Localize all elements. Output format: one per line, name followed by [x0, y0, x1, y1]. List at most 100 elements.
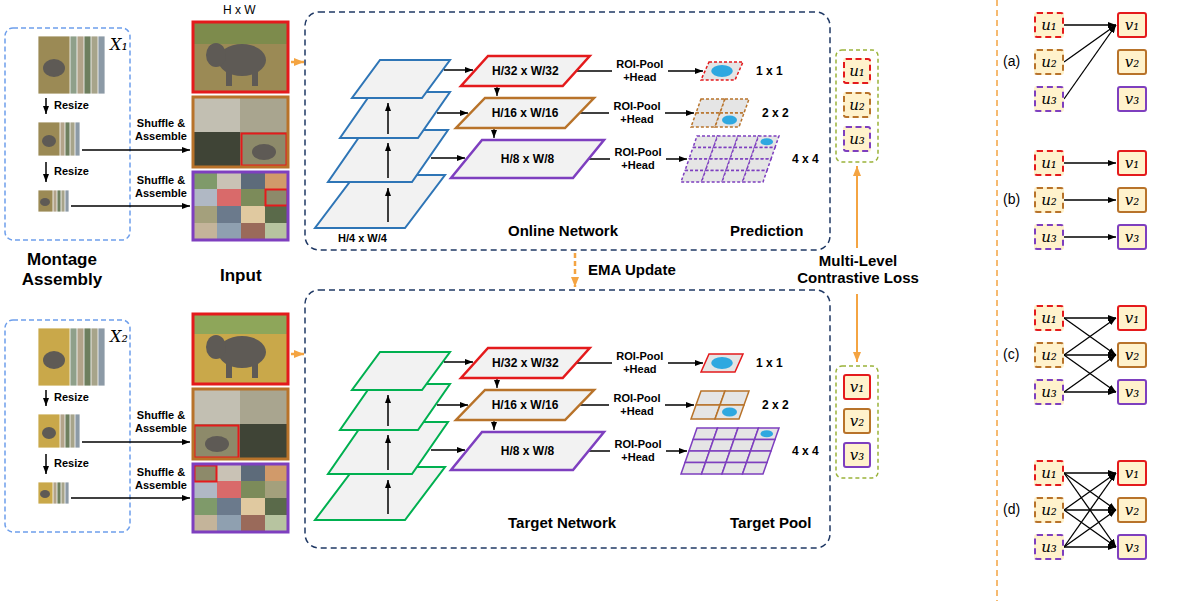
- object-icon: [711, 65, 733, 77]
- map-size-label: H/16 x W/16: [492, 106, 559, 120]
- embedding-box: u₁: [1034, 12, 1064, 38]
- layer-arrow: [431, 157, 465, 159]
- embedding-box: v₂: [843, 408, 871, 434]
- embedding-box: u₁: [1034, 305, 1064, 331]
- embedding-label: u₁: [1041, 16, 1057, 34]
- connector-arrow: [1064, 354, 1116, 355]
- roi-grid: 4 x 4: [680, 427, 819, 475]
- input-image: [193, 389, 240, 424]
- embedding-label: u₂: [1041, 53, 1057, 71]
- object-icon: [722, 408, 737, 417]
- embedding-box: u₂: [1034, 497, 1064, 523]
- grid-cell: [693, 136, 718, 148]
- connector-arrow: [1064, 355, 1116, 392]
- size-label: H/4 x W/4: [338, 232, 387, 245]
- connector-arrow: [1064, 236, 1116, 237]
- embedding-box: v₃: [1117, 379, 1147, 405]
- process-arrow: [45, 454, 47, 474]
- connector-arrow: [1064, 472, 1116, 473]
- montage-panel: [5, 28, 130, 532]
- input-image: [265, 223, 288, 240]
- network-panel: [305, 12, 830, 250]
- embedding-label: v₃: [1125, 90, 1140, 108]
- image-stack: [38, 414, 60, 448]
- input-image: [193, 22, 288, 92]
- embedding-box: v₃: [1117, 224, 1147, 250]
- input-image: [217, 464, 241, 481]
- input-image: [217, 206, 241, 223]
- edge-label: ROI-Pool +Head: [610, 145, 666, 172]
- embedding-label: v₁: [850, 378, 865, 396]
- backbone-layer: [315, 352, 450, 520]
- process-arrow: [45, 98, 47, 114]
- embedding-label: u₁: [1041, 309, 1057, 327]
- layer-arrow: [387, 143, 389, 178]
- embedding-box: u₃: [1034, 224, 1064, 250]
- connector-arrow: [1064, 162, 1116, 163]
- embedding-label: u₂: [849, 96, 865, 114]
- feature-map: H/32 x W/32: [460, 55, 591, 87]
- grid-cell: [755, 136, 780, 148]
- embedding-box: v₃: [1117, 534, 1147, 560]
- input-image: [193, 223, 217, 240]
- connector-arrow: [1064, 24, 1116, 25]
- embedding-label: v₃: [850, 446, 865, 464]
- input-image: [193, 314, 288, 384]
- embedding-label: v₃: [1125, 538, 1140, 556]
- map-size-label: H/16 x W/16: [492, 398, 559, 412]
- panel-label: (d): [1003, 501, 1020, 517]
- input-image: [206, 335, 226, 359]
- grid-cell: [681, 171, 706, 183]
- embedding-box: v₁: [1117, 150, 1147, 176]
- connector-arrow: [1064, 25, 1116, 62]
- embedding-box: v₃: [843, 442, 871, 468]
- backbone-layer: [352, 60, 450, 98]
- layer-arrow: [387, 103, 389, 134]
- network-title: Target Network: [508, 514, 616, 531]
- embedding-label: v₁: [1125, 16, 1140, 34]
- network-panel: [305, 290, 830, 548]
- connector-arrow: [1064, 510, 1116, 547]
- image-stack: [40, 198, 50, 206]
- input-image: [265, 464, 288, 481]
- size-label: H x W: [223, 4, 256, 18]
- embedding-box: u₂: [1034, 49, 1064, 75]
- backbone-layer: [315, 60, 450, 228]
- grid-outline: [700, 353, 744, 373]
- connector-arrow: [496, 379, 497, 388]
- embedding-label: v₂: [1125, 501, 1140, 519]
- input-image: [195, 466, 217, 482]
- input-image: [193, 314, 288, 334]
- input-image: [193, 132, 240, 167]
- layer-arrow: [444, 69, 473, 71]
- layer-arrow: [437, 112, 468, 114]
- map-outline: [461, 56, 590, 86]
- flow-arrow: [856, 166, 858, 248]
- embedding-label: u₃: [849, 130, 865, 148]
- grid-cell: [720, 391, 749, 405]
- loss-title: Multi-Level Contrastive Loss: [791, 252, 925, 287]
- embedding-box: u₃: [843, 126, 871, 152]
- input-image: [218, 336, 266, 368]
- grid-cell: [710, 148, 735, 160]
- input-image: [193, 314, 288, 384]
- map-outline: [451, 432, 604, 470]
- embedding-box: v₁: [1117, 305, 1147, 331]
- grid-cell: [685, 159, 710, 171]
- layer-arrow: [387, 480, 389, 514]
- section-title: Prediction: [730, 222, 803, 239]
- edge-label: ROI-Pool +Head: [612, 57, 668, 84]
- connector-arrow: [493, 129, 494, 138]
- roi-grid: 2 x 2: [690, 390, 789, 420]
- layer-arrow: [387, 395, 389, 426]
- embedding-box: v₂: [1117, 497, 1147, 523]
- input-image: [226, 362, 232, 378]
- input-image: [265, 206, 288, 223]
- input-image: [206, 43, 226, 67]
- grid-cell: [743, 171, 768, 183]
- embedding-box: u₂: [1034, 187, 1064, 213]
- step-label: Resize: [54, 165, 89, 178]
- edge-label: ROI-Pool +Head: [612, 349, 668, 376]
- embedding-group: [836, 50, 878, 162]
- grid-outline: [690, 390, 750, 420]
